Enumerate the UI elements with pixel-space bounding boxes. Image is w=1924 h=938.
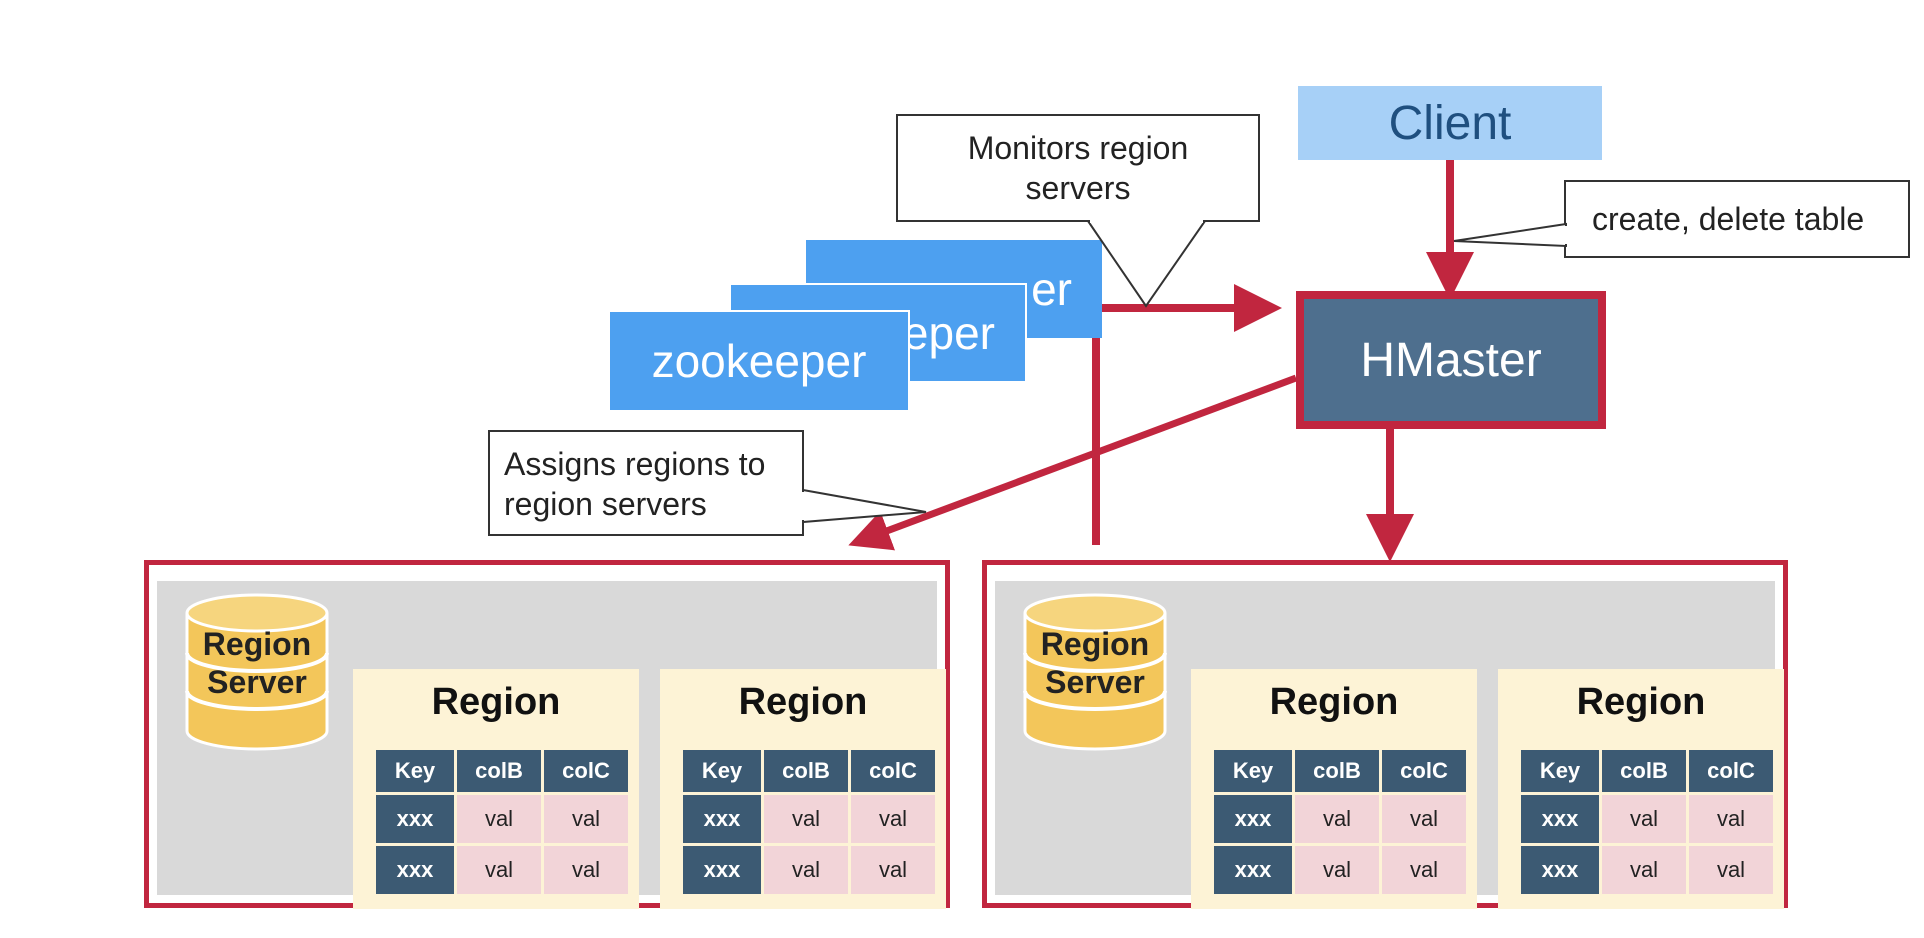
table-row: xxx val val [1521, 846, 1773, 894]
callout-monitors-text: Monitors region servers [967, 130, 1189, 206]
table-row: xxx val val [683, 795, 935, 843]
value-cell: val [1295, 795, 1379, 843]
zookeeper-box-front: zookeeper [608, 310, 910, 412]
key-cell: xxx [376, 795, 454, 843]
value-cell: val [1689, 795, 1773, 843]
column-header: Key [376, 750, 454, 792]
key-cell: xxx [683, 846, 761, 894]
region-1-1: Region Key colB colC xxx val val xxx val… [353, 669, 639, 909]
value-cell: val [851, 795, 935, 843]
region-table: Key colB colC xxx val val xxx val val [373, 747, 631, 897]
callout-create-delete: create, delete table [1564, 180, 1910, 258]
value-cell: val [457, 795, 541, 843]
hmaster-node: HMaster [1296, 291, 1606, 429]
region-server-1-label-line2: Server [207, 664, 307, 700]
region-1-2: Region Key colB colC xxx val val xxx val… [660, 669, 946, 909]
region-2-1: Region Key colB colC xxx val val xxx val… [1191, 669, 1477, 909]
value-cell: val [1602, 846, 1686, 894]
value-cell: val [544, 795, 628, 843]
assign-arrow [848, 374, 1298, 551]
value-cell: val [764, 846, 848, 894]
region-table: Key colB colC xxx val val xxx val val [1211, 747, 1469, 897]
key-cell: xxx [683, 795, 761, 843]
column-header: colB [457, 750, 541, 792]
table-row: xxx val val [683, 846, 935, 894]
value-cell: val [764, 795, 848, 843]
region-title: Region [1269, 681, 1399, 723]
table-header-row: Key colB colC [1214, 750, 1466, 792]
table-row: xxx val val [1214, 846, 1466, 894]
table-header-row: Key colB colC [683, 750, 935, 792]
region-server-1: Region Server Region Key colB colC xxx v… [144, 560, 950, 909]
hmaster-label: HMaster [1360, 333, 1542, 387]
value-cell: val [1689, 846, 1773, 894]
zookeeper-front-label: zookeeper [651, 335, 867, 387]
column-header: colB [1295, 750, 1379, 792]
region-table: Key colB colC xxx val val xxx val val [1518, 747, 1776, 897]
region-server-2-label-line1: Region [1040, 626, 1150, 662]
callout-assigns-text: Assigns regions to region servers [504, 446, 766, 522]
region-server-1-body: Region Server Region Key colB colC xxx v… [157, 581, 946, 909]
key-cell: xxx [376, 846, 454, 894]
key-cell: xxx [1214, 795, 1292, 843]
region-server-2-label: Region Server [1020, 625, 1170, 701]
region-server-1-label-line1: Region [202, 626, 312, 662]
value-cell: val [1295, 846, 1379, 894]
region-server-2-label-line2: Server [1045, 664, 1145, 700]
table-header-row: Key colB colC [376, 750, 628, 792]
table-header-row: Key colB colC [1521, 750, 1773, 792]
region-title: Region [1576, 681, 1706, 723]
column-header: colB [1602, 750, 1686, 792]
table-row: xxx val val [376, 795, 628, 843]
value-cell: val [544, 846, 628, 894]
key-cell: xxx [1521, 795, 1599, 843]
key-cell: xxx [1214, 846, 1292, 894]
region-title: Region [738, 681, 868, 723]
value-cell: val [1382, 846, 1466, 894]
region-title: Region [431, 681, 561, 723]
zookeeper-middle-label: eper [902, 307, 995, 359]
table-row: xxx val val [1521, 795, 1773, 843]
column-header: colC [1382, 750, 1466, 792]
column-header: Key [683, 750, 761, 792]
zookeeper-back-label: er [1031, 263, 1072, 315]
database-cylinder-icon: Region Server [1020, 591, 1170, 757]
column-header: colC [1689, 750, 1773, 792]
value-cell: val [1382, 795, 1466, 843]
table-row: xxx val val [376, 846, 628, 894]
client-node: Client [1298, 86, 1602, 160]
callout-assigns: Assigns regions to region servers [488, 430, 804, 536]
column-header: Key [1214, 750, 1292, 792]
column-header: colB [764, 750, 848, 792]
key-cell: xxx [1521, 846, 1599, 894]
table-row: xxx val val [1214, 795, 1466, 843]
region-server-1-label: Region Server [182, 625, 332, 701]
callout-create-delete-text: create, delete table [1592, 201, 1865, 237]
value-cell: val [457, 846, 541, 894]
region-table: Key colB colC xxx val val xxx val val [680, 747, 938, 897]
callout-monitors: Monitors region servers [896, 114, 1260, 222]
client-label: Client [1388, 96, 1512, 150]
column-header: colC [851, 750, 935, 792]
region-server-2: Region Server Region Key colB colC xxx v… [982, 560, 1788, 909]
region-server-2-body: Region Server Region Key colB colC xxx v… [995, 581, 1784, 909]
database-cylinder-icon: Region Server [182, 591, 332, 757]
column-header: Key [1521, 750, 1599, 792]
region-2-2: Region Key colB colC xxx val val xxx val… [1498, 669, 1784, 909]
value-cell: val [1602, 795, 1686, 843]
value-cell: val [851, 846, 935, 894]
column-header: colC [544, 750, 628, 792]
